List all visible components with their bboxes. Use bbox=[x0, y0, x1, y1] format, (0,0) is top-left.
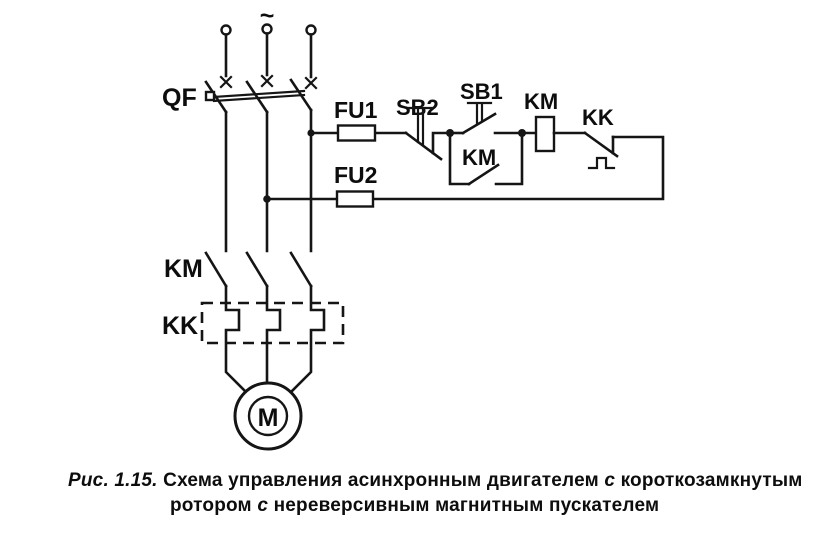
qf-linkage-bar bbox=[212, 89, 306, 103]
terminal-leads bbox=[224, 32, 313, 79]
contact-x-marks bbox=[219, 74, 318, 90]
qf-label: QF bbox=[162, 84, 197, 112]
figure-caption-line1: Рис. 1.15. Схема управления асинхронным … bbox=[68, 470, 803, 492]
fu1-label: FU1 bbox=[334, 97, 378, 123]
caption-text-1: Схема управления асинхронным двигателем bbox=[163, 470, 599, 491]
km-aux-blade bbox=[467, 163, 500, 186]
fuse-fu1: FU1 bbox=[309, 97, 408, 142]
fu2-label: FU2 bbox=[334, 162, 377, 188]
sb2-pushbutton-actuator bbox=[407, 106, 434, 147]
junction-dots bbox=[263, 129, 526, 203]
circuit-breaker-qf: QF bbox=[162, 78, 313, 114]
kk-trip-symbol bbox=[587, 156, 616, 170]
figure-number: Рис. 1.15. bbox=[68, 470, 158, 491]
km-main-label: KM bbox=[164, 255, 203, 283]
junction-sb2-sb1 bbox=[446, 129, 454, 137]
km-coil-body bbox=[534, 115, 556, 153]
sb1-contact-blade bbox=[461, 112, 497, 135]
caption-conj-1: с bbox=[604, 470, 616, 491]
km-coil: KM bbox=[524, 89, 587, 153]
caption-text-3: ротором bbox=[170, 495, 252, 516]
figure-caption-line2: ротором с нереверсивным магнитным пускат… bbox=[170, 495, 659, 517]
junction-fu1-phase3 bbox=[307, 129, 315, 137]
kk-heaters-label: KK bbox=[162, 312, 198, 340]
control-return-wire bbox=[265, 135, 665, 201]
qf-handle bbox=[204, 90, 216, 102]
phase-lines bbox=[224, 108, 313, 253]
km-aux-contact: KM bbox=[448, 131, 524, 186]
stop-button-sb2: SB2 bbox=[396, 95, 452, 161]
terminal-circle-1 bbox=[220, 24, 232, 36]
ac-tilde-icon: ~ bbox=[260, 2, 275, 30]
kk-contact-blade bbox=[583, 131, 619, 158]
km-aux-left-leg bbox=[448, 131, 471, 186]
sb1-pushbutton-actuator bbox=[466, 101, 493, 125]
heater-phase3 bbox=[289, 284, 326, 394]
caption-text-4: нереверсивным магнитным пускателем bbox=[273, 495, 660, 516]
motor-inner-circle bbox=[247, 395, 289, 437]
heater-phase1 bbox=[224, 284, 248, 394]
km-aux-right-leg bbox=[494, 131, 524, 186]
fu1-fuse-body bbox=[336, 124, 377, 142]
junction-fu2-phase2 bbox=[263, 195, 271, 203]
kk-heaters-box bbox=[200, 301, 345, 345]
junction-aux-coil bbox=[518, 129, 526, 137]
sb2-out-terminal bbox=[431, 131, 452, 155]
kk-contact-label: KK bbox=[582, 105, 614, 130]
kk-thermal-contact: KK bbox=[582, 105, 619, 170]
terminal-circle-3 bbox=[305, 24, 317, 36]
sb1-label: SB1 bbox=[460, 79, 503, 104]
caption-text-2: короткозамкнутым bbox=[620, 470, 803, 491]
fu2-fuse-body bbox=[335, 190, 375, 208]
km-main-blades bbox=[204, 251, 313, 288]
km-coil-label: KM bbox=[524, 89, 558, 114]
start-button-sb1: SB1 bbox=[448, 79, 538, 135]
motor-label: M bbox=[258, 404, 279, 432]
phase-verticals bbox=[224, 108, 313, 253]
kk-thermal-heaters: KK bbox=[162, 284, 345, 394]
km-aux-label: KM bbox=[462, 145, 496, 170]
heater-phase2 bbox=[265, 284, 282, 386]
km-main-contacts: KM bbox=[164, 251, 313, 288]
caption-conj-2: с bbox=[257, 495, 269, 516]
power-supply-terminals: ~ bbox=[219, 2, 318, 90]
motor: M bbox=[233, 381, 303, 451]
fuse-fu2: FU2 bbox=[265, 135, 665, 208]
